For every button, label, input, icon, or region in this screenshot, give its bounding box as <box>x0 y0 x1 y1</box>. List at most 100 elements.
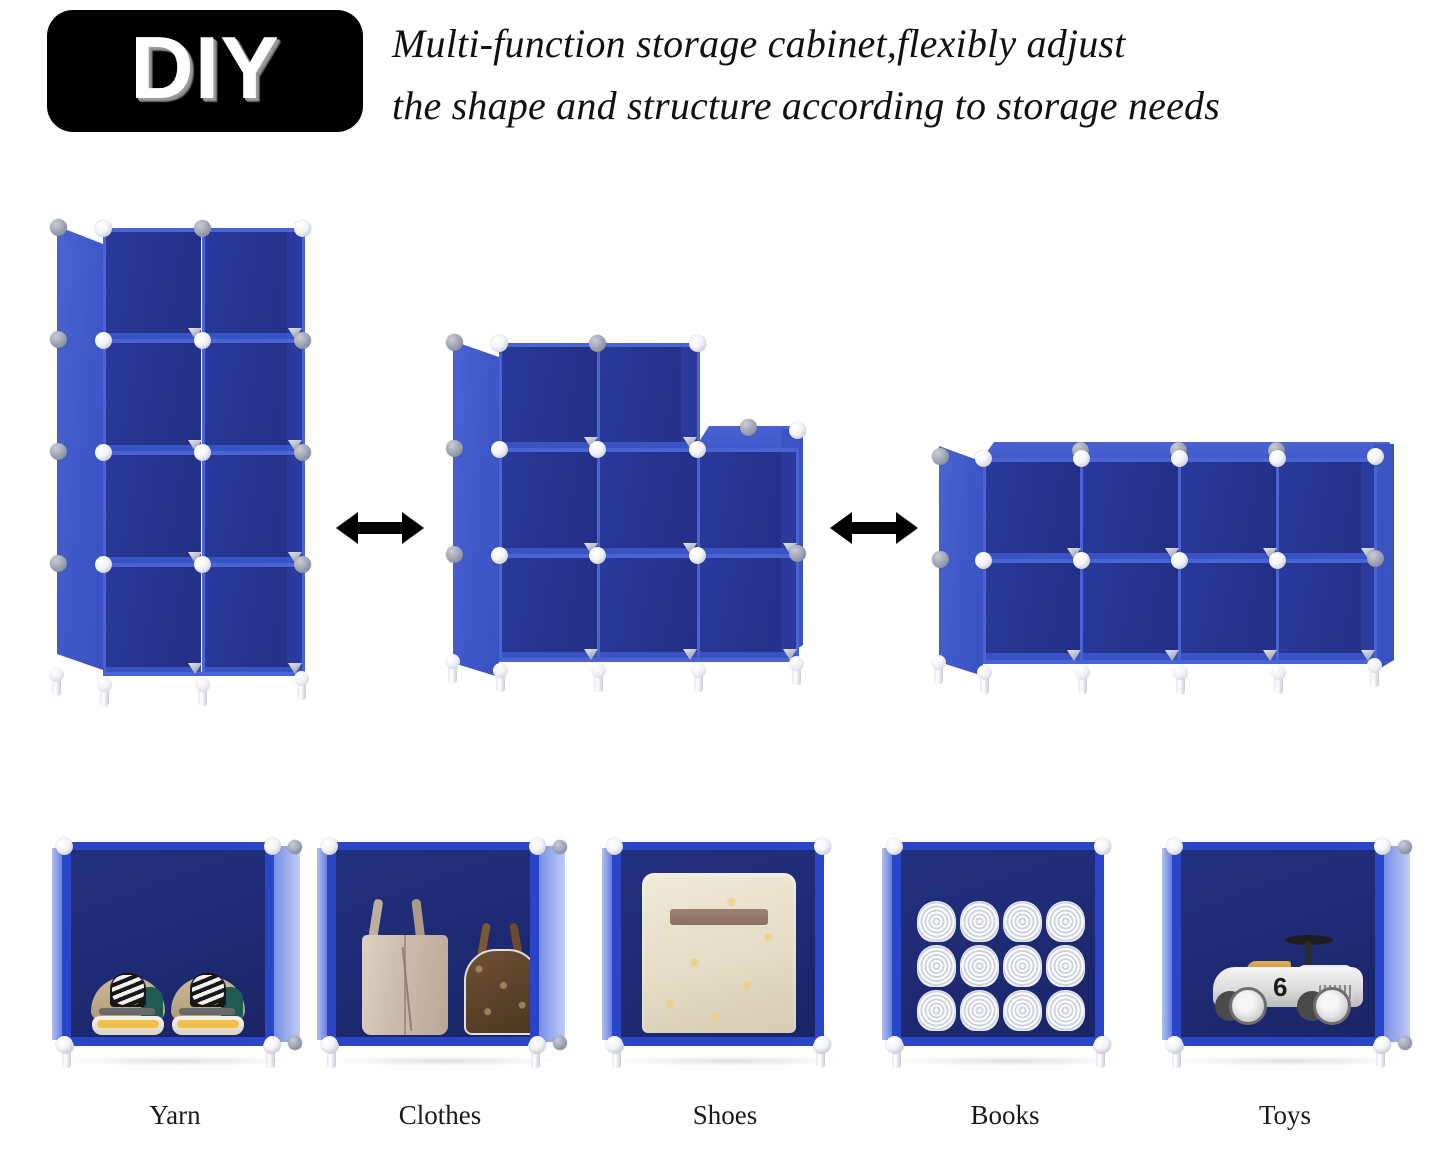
corner-clip-icon <box>188 328 202 339</box>
wide-horizontal-cabinet <box>930 430 1410 700</box>
corner-clip-icon <box>584 649 598 660</box>
connector-icon <box>814 1036 831 1053</box>
cube-back-panel <box>1277 562 1375 662</box>
showcase-cube <box>602 838 850 1068</box>
connector-icon <box>446 546 463 563</box>
drop-shadow <box>1176 1056 1402 1066</box>
showcase-item-yarn: Yarn <box>40 820 310 1130</box>
cube-shelf-face <box>599 652 697 661</box>
cube-back-panel <box>205 342 303 452</box>
connector-icon <box>294 444 311 461</box>
cabinet-foot <box>49 667 64 696</box>
connector-icon <box>1269 450 1286 467</box>
connector-icon <box>589 547 606 564</box>
cube-back-panel <box>1081 460 1179 560</box>
diy-badge: DIY <box>47 10 363 132</box>
cube-shelf-face <box>599 442 697 449</box>
connector-icon <box>1367 550 1384 567</box>
connector-icon <box>491 547 508 564</box>
connector-icon <box>1073 450 1090 467</box>
cabinet-foot <box>931 655 946 684</box>
rolled-towel <box>917 945 956 987</box>
connector-icon <box>553 1036 567 1050</box>
connector-icon <box>194 220 211 237</box>
headline-text: Multi-function storage cabinet,flexibly … <box>392 13 1422 137</box>
cube-interior <box>336 850 530 1037</box>
connector-icon <box>491 335 508 352</box>
vertical-divider <box>697 343 700 661</box>
corner-clip-icon <box>1067 548 1081 559</box>
connector-icon <box>886 1036 903 1053</box>
connector-icon <box>194 556 211 573</box>
cube-back-panel <box>103 230 201 340</box>
cube-back-panel <box>699 557 797 661</box>
connector-icon <box>446 334 463 351</box>
toy-car-wheel <box>1313 987 1351 1025</box>
headline-line-1: Multi-function storage cabinet,flexibly … <box>392 21 1126 66</box>
connector-icon <box>1398 840 1412 854</box>
tall-vertical-cabinet <box>48 208 318 706</box>
cube-back-panel <box>499 557 597 661</box>
connector-icon <box>95 444 112 461</box>
cube-shelf-face <box>699 548 797 555</box>
connector-icon <box>1166 1036 1183 1053</box>
connector-icon <box>886 838 903 855</box>
cube-back-panel <box>499 345 597 449</box>
rolled-towel <box>960 945 999 987</box>
cabinet-bottom-edge <box>983 660 1375 664</box>
cube-r4c1 <box>103 566 201 676</box>
connector-icon <box>56 838 73 855</box>
cube-back-panel <box>1179 460 1277 560</box>
connector-icon <box>975 450 992 467</box>
connector-icon <box>95 220 112 237</box>
connector-icon <box>288 1036 302 1050</box>
connector-icon <box>1094 838 1111 855</box>
connector-icon <box>294 220 311 237</box>
connector-icon <box>50 219 67 236</box>
cube-back-panel <box>599 557 697 661</box>
sneaker-left <box>91 973 165 1035</box>
showcase-label: Yarn <box>149 1100 201 1130</box>
corner-clip-icon <box>1165 548 1179 559</box>
connector-icon <box>932 551 949 568</box>
shelf-divider <box>499 448 797 452</box>
cube-frame <box>327 842 539 1046</box>
steering-wheel <box>1285 935 1333 945</box>
cube-back-panel <box>103 342 201 452</box>
cube-shelf-face <box>205 333 303 340</box>
connector-icon <box>529 1036 546 1053</box>
connector-icon <box>789 545 806 562</box>
cube-shelf-face <box>1179 553 1277 560</box>
cube-back-panel <box>699 451 797 555</box>
cube-left-side-wall <box>602 848 614 1040</box>
cube-r1c4 <box>1277 460 1375 560</box>
cabinet-foot <box>1075 665 1090 694</box>
connector-icon <box>606 838 623 855</box>
vertical-divider <box>597 343 600 661</box>
corner-clip-icon <box>288 440 302 451</box>
cube-r2c4 <box>1277 562 1375 662</box>
cube-shelf-face <box>1277 653 1375 662</box>
cube-left-side-wall <box>882 848 894 1040</box>
cube-side-wall <box>287 566 303 676</box>
cube-shelf-face <box>1179 653 1277 662</box>
duffel-bag <box>464 921 530 1035</box>
corner-clip-icon <box>1067 650 1081 661</box>
cube-r4c2 <box>205 566 303 676</box>
cube-shelf-face <box>103 667 201 676</box>
sneaker-right <box>171 973 245 1035</box>
cube-side-wall <box>287 230 303 340</box>
cube-side-wall <box>287 454 303 564</box>
cabinet-right-end-panel <box>1374 444 1394 672</box>
cube-right-side-wall <box>274 846 300 1042</box>
cube-back-panel <box>1179 562 1277 662</box>
cube-back-panel <box>983 562 1081 662</box>
cube-shelf-face <box>1277 553 1375 560</box>
cube-shelf-face <box>983 653 1081 662</box>
cube-left-side-wall <box>317 848 329 1040</box>
showcase-cube <box>317 838 567 1068</box>
corner-clip-icon <box>288 552 302 563</box>
corner-clip-icon <box>683 649 697 660</box>
connector-icon <box>1367 448 1384 465</box>
rolled-towel <box>1003 901 1042 943</box>
